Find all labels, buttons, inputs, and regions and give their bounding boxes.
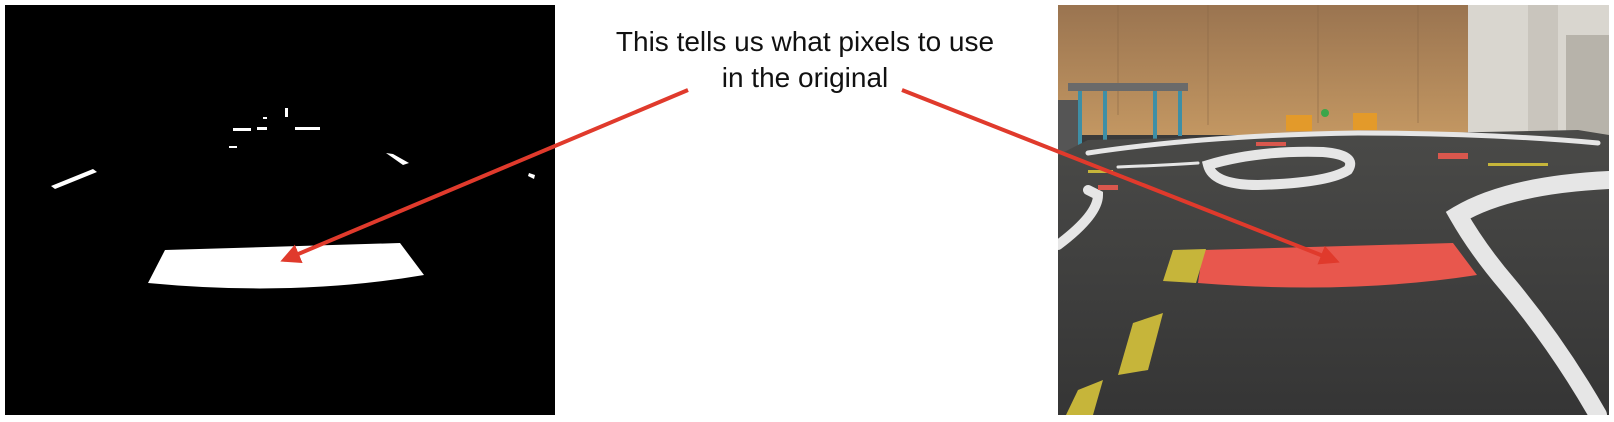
- mask-lane-fragment-left: [51, 169, 97, 189]
- green-marker: [1321, 109, 1329, 117]
- camera-scene-graphic: [1053, 5, 1614, 422]
- bench-leg: [1178, 91, 1182, 136]
- red-dash-far: [1256, 142, 1286, 146]
- binary-mask-image: [5, 5, 555, 415]
- annotation-line-1: This tells us what pixels to use: [615, 26, 995, 57]
- original-camera-image: [1053, 5, 1614, 422]
- cabinet: [1566, 35, 1609, 135]
- orange-block: [1286, 115, 1312, 131]
- mask-speck: [285, 108, 288, 117]
- binary-mask-graphic: [5, 5, 555, 415]
- yellow-dash-near: [1066, 380, 1103, 415]
- orange-block: [1353, 113, 1377, 130]
- bench-leg: [1153, 91, 1157, 141]
- yellow-dash-far: [1488, 163, 1548, 166]
- mask-speck: [233, 128, 251, 131]
- yellow-dash-far: [1088, 170, 1113, 173]
- mask-background: [5, 5, 555, 415]
- mask-speck: [295, 127, 320, 130]
- yellow-dash-near: [1118, 313, 1163, 375]
- door-frame: [1528, 5, 1558, 135]
- annotation-text: This tells us what pixels to use in the …: [560, 24, 1050, 96]
- bench-leg: [1103, 91, 1107, 146]
- mask-speck: [229, 146, 237, 148]
- mask-speck: [263, 117, 267, 119]
- red-dash-far: [1438, 153, 1468, 159]
- red-dash-left: [1098, 185, 1118, 190]
- mask-speck: [257, 127, 267, 130]
- lab-bench-top: [1068, 83, 1188, 91]
- bench-leg: [1078, 91, 1082, 151]
- annotation-line-2: in the original: [721, 62, 889, 93]
